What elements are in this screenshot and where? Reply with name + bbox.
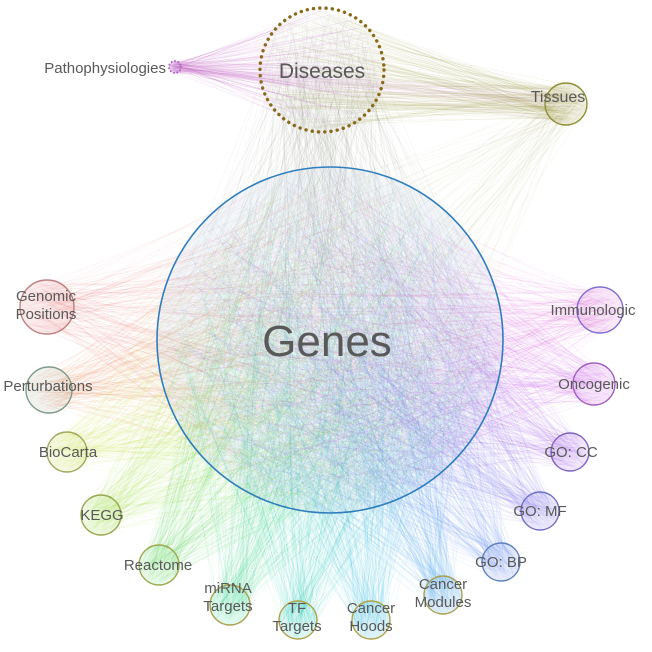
- oncogenic-label: Oncogenic: [558, 376, 630, 393]
- go-cc-circle: [550, 432, 590, 472]
- cancer-modules-circle: [423, 575, 463, 615]
- tf-targets-label-line: Targets: [272, 618, 321, 635]
- node-pathophysiologies[interactable]: Pathophysiologies: [44, 60, 182, 77]
- mirna-targets-label-line: miRNA: [204, 580, 252, 597]
- bundle-genes-diseases: [166, 14, 496, 505]
- node-go-bp[interactable]: GO: BP: [475, 542, 527, 582]
- kegg-label: KEGG: [80, 507, 123, 524]
- bundle-genes-mirna-targets: [168, 180, 481, 622]
- perturbations-label: Perturbations: [3, 378, 92, 395]
- bundle-genes-genomic-positions: [21, 178, 487, 503]
- bundle-pathophysiologies-tissues: [170, 63, 586, 123]
- mirna-targets-label-line: Targets: [203, 598, 252, 615]
- cancer-hoods-circle: [351, 600, 391, 640]
- go-mf-label: GO: MF: [513, 503, 566, 520]
- node-tissues[interactable]: Tissues: [531, 82, 588, 126]
- genes-label-line: Genes: [262, 317, 392, 366]
- go-cc-label-line: GO: CC: [544, 444, 598, 461]
- tissues-label: Tissues: [531, 89, 586, 106]
- node-go-mf[interactable]: GO: MF: [513, 491, 567, 531]
- bundle-genes-go-mf: [172, 180, 559, 529]
- node-diseases[interactable]: Diseases: [258, 6, 386, 134]
- cancer-hoods-label-line: Hoods: [349, 618, 392, 635]
- genes-label: Genes: [262, 317, 392, 366]
- bundle-genes-perturbations: [27, 173, 487, 496]
- bundle-genes-tf-targets: [167, 176, 494, 639]
- immunologic-label: Immunologic: [550, 302, 636, 319]
- genomic-positions-circle: [19, 279, 75, 335]
- node-oncogenic[interactable]: Oncogenic: [558, 362, 630, 406]
- bundle-diseases-tissues: [271, 10, 586, 130]
- go-mf-circle: [520, 491, 560, 531]
- oncogenic-label-line: Oncogenic: [558, 376, 630, 393]
- tissues-circle: [544, 82, 588, 126]
- bundle-genes-go-cc: [168, 196, 588, 491]
- diseases-circle: [258, 6, 386, 134]
- pathophysiologies-circle: [168, 60, 182, 74]
- go-mf-label-line: GO: MF: [513, 503, 566, 520]
- go-bp-circle: [481, 542, 521, 582]
- pathophysiologies-label: Pathophysiologies: [44, 60, 166, 77]
- perturbations-circle: [25, 366, 73, 414]
- node-perturbations[interactable]: Perturbations: [3, 366, 93, 414]
- node-biocarta[interactable]: BioCarta: [39, 431, 98, 473]
- node-kegg[interactable]: KEGG: [80, 494, 124, 536]
- bundle-diseases-pathophysiologies: [169, 10, 382, 128]
- bundle-genes-biocarta: [48, 173, 496, 503]
- reactome-label: Reactome: [124, 557, 192, 574]
- biocarta-label: BioCarta: [39, 444, 98, 461]
- bundle-genes-tissues: [175, 84, 586, 508]
- node-immunologic[interactable]: Immunologic: [550, 286, 636, 334]
- kegg-circle: [80, 494, 122, 536]
- bundle-genes-go-bp: [175, 191, 518, 580]
- cancer-modules-label-line: Cancer: [419, 576, 467, 593]
- biocarta-label-line: BioCarta: [39, 444, 98, 461]
- node-reactome[interactable]: Reactome: [124, 544, 192, 586]
- node-go-cc[interactable]: GO: CC: [544, 432, 598, 472]
- node-genes[interactable]: Genes: [156, 166, 504, 514]
- bundle-genes-immunologic: [165, 174, 622, 489]
- biocarta-circle: [46, 431, 88, 473]
- go-cc-label: GO: CC: [544, 444, 598, 461]
- diseases-label-line: Diseases: [279, 60, 365, 83]
- bundle-genes-kegg: [83, 185, 494, 534]
- mirna-targets-circle: [209, 584, 251, 626]
- reactome-label-line: Reactome: [124, 557, 192, 574]
- tf-targets-circle: [278, 600, 318, 640]
- genomic-positions-label-line: Genomic: [16, 288, 77, 305]
- reactome-circle: [138, 544, 180, 586]
- tissues-label-line: Tissues: [531, 89, 586, 106]
- bundle-genes-oncogenic: [164, 177, 614, 488]
- go-bp-label: GO: BP: [475, 554, 527, 571]
- bundle-genes-reactome: [140, 174, 495, 584]
- tf-targets-label-line: TF: [288, 600, 306, 617]
- diseases-label: Diseases: [279, 60, 365, 83]
- genomic-positions-label-line: Positions: [16, 306, 77, 323]
- immunologic-label-line: Immunologic: [550, 302, 636, 319]
- cancer-modules-label-line: Modules: [415, 594, 472, 611]
- immunologic-circle: [576, 286, 624, 334]
- oncogenic-circle: [572, 362, 616, 406]
- pathophysiologies-label-line: Pathophysiologies: [44, 60, 166, 77]
- kegg-label-line: KEGG: [80, 507, 123, 524]
- go-bp-label-line: GO: BP: [475, 554, 527, 571]
- bundle-genes-cancer-hoods: [167, 175, 485, 638]
- perturbations-label-line: Perturbations: [3, 378, 92, 395]
- cancer-hoods-label-line: Cancer: [347, 600, 395, 617]
- genes-circle: [156, 166, 504, 514]
